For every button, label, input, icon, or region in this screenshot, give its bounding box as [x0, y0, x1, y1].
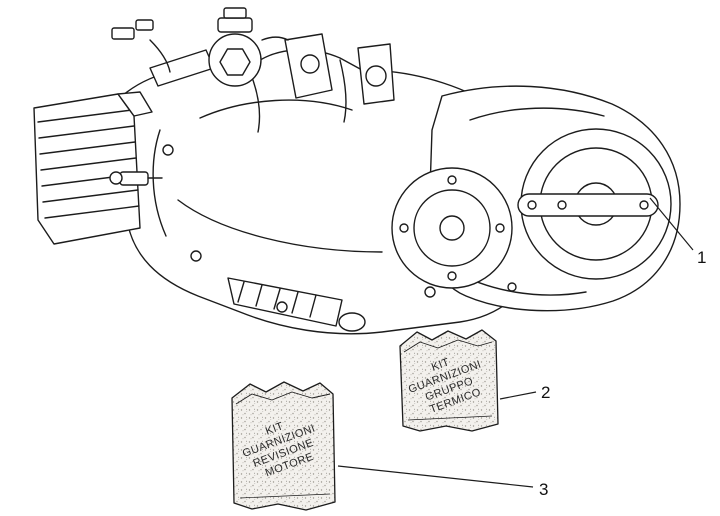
- callout-number-1: 1: [697, 248, 706, 267]
- spark-plug: [109, 144, 202, 262]
- callout-line-3: [337, 465, 534, 488]
- carburetor-intake-assembly: [111, 7, 395, 105]
- engine-assembly-illustration: [33, 7, 681, 335]
- cylinder-cooling-fins: [33, 91, 153, 245]
- gasket-bag-thermal-group: KIT GUARNIZIONI GRUPPO TERMICO: [399, 329, 499, 432]
- callout-line-1: [649, 197, 694, 251]
- flywheel-cover-circle: [391, 167, 513, 289]
- callout-line-2: [499, 391, 537, 400]
- oil-sump-fins: [227, 277, 517, 332]
- gasket-bag-engine-overhaul: KIT GUARNIZIONI REVISIONE MOTORE: [231, 381, 336, 511]
- callout-number-3: 3: [539, 480, 548, 499]
- callout-number-2: 2: [541, 383, 550, 402]
